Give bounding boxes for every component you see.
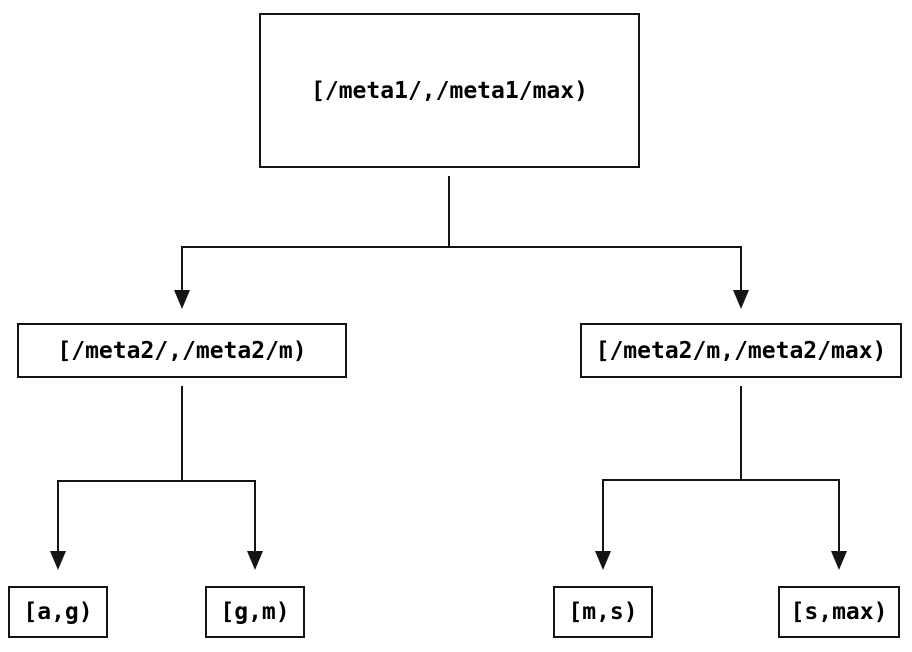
node-root: [/meta1/,/meta1/max) xyxy=(259,13,640,168)
edge-right-to-leaf-ms xyxy=(595,386,742,570)
edge-root-to-left xyxy=(174,176,450,309)
edge-root-to-right xyxy=(448,176,749,309)
arrowhead-down-icon xyxy=(831,551,847,570)
node-leaf-gm-label: [g,m) xyxy=(220,599,290,625)
node-leaf-ms-label: [m,s) xyxy=(568,599,638,625)
arrowhead-down-icon xyxy=(595,551,611,570)
edge-left-to-leaf-gm xyxy=(181,386,263,570)
node-meta2-right: [/meta2/m,/meta2/max) xyxy=(580,323,902,378)
arrowhead-down-icon xyxy=(247,551,263,570)
node-meta2-left-label: [/meta2/,/meta2/m) xyxy=(57,337,307,364)
edge-left-to-leaf-ag xyxy=(50,386,183,570)
node-leaf-smax: [s,max) xyxy=(778,586,900,638)
arrowhead-down-icon xyxy=(733,290,749,309)
node-leaf-ms: [m,s) xyxy=(553,586,653,638)
arrowhead-down-icon xyxy=(50,551,66,570)
node-meta2-right-label: [/meta2/m,/meta2/max) xyxy=(595,337,887,364)
node-leaf-smax-label: [s,max) xyxy=(790,599,888,625)
node-leaf-ag: [a,g) xyxy=(8,586,108,638)
node-leaf-ag-label: [a,g) xyxy=(23,599,93,625)
node-meta2-left: [/meta2/,/meta2/m) xyxy=(17,323,347,378)
node-root-label: [/meta1/,/meta1/max) xyxy=(311,77,588,104)
edge-right-to-leaf-smax xyxy=(740,386,847,570)
node-leaf-gm: [g,m) xyxy=(205,586,305,638)
arrowhead-down-icon xyxy=(174,290,190,309)
